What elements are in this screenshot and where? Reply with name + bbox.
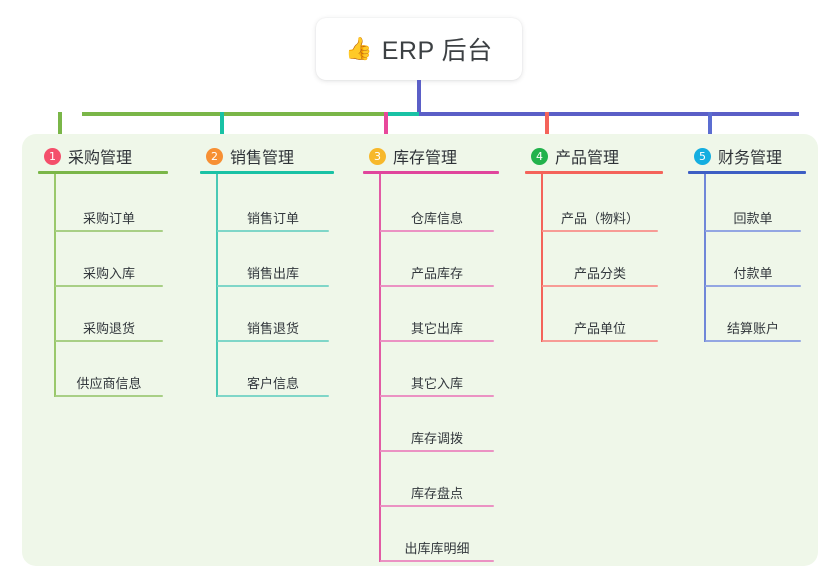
leaf-item-label: 库存盘点 — [410, 486, 463, 501]
leaf-item-label: 其它出库 — [410, 321, 463, 336]
leaf-item[interactable]: 销售退货 — [217, 304, 329, 342]
leaf-item-label: 回款单 — [733, 211, 773, 226]
leaf-item[interactable]: 其它出库 — [380, 304, 494, 342]
leaf-item[interactable]: 产品库存 — [380, 249, 494, 287]
leaf-item-label: 产品单位 — [573, 321, 626, 336]
leaf-item[interactable]: 库存盘点 — [380, 469, 494, 507]
leaf-item-label: 销售订单 — [246, 211, 299, 226]
branch-title-4: 产品管理 — [555, 150, 620, 167]
branches-panel: 1 采购管理采购订单采购入库采购退货供应商信息 2 销售管理销售订单销售出库销售退货客… — [22, 134, 818, 566]
drop-connector-3 — [384, 112, 388, 146]
leaf-item[interactable]: 产品分类 — [542, 249, 658, 287]
branch-rule-1 — [38, 171, 168, 174]
leaf-item-label: 销售出库 — [246, 266, 299, 281]
leaf-item-rule — [380, 505, 494, 507]
leaf-item-rule — [55, 395, 163, 397]
branch-title-1: 采购管理 — [68, 150, 133, 167]
leaf-item-rule — [217, 230, 329, 232]
leaf-item-rule — [542, 340, 658, 342]
branch-header-4[interactable]: 4 产品管理 — [531, 144, 619, 168]
branch-rule-4 — [525, 171, 663, 174]
leaf-item-label: 采购退货 — [82, 321, 135, 336]
leaf-item-label: 出库库明细 — [404, 541, 470, 556]
leaf-item-rule — [380, 230, 494, 232]
branch-title-2: 销售管理 — [230, 150, 295, 167]
drop-connector-4 — [545, 112, 549, 146]
leaf-item-rule — [55, 230, 163, 232]
leaf-item-label: 产品库存 — [410, 266, 463, 281]
leaf-item[interactable]: 回款单 — [705, 194, 801, 232]
leaf-item[interactable]: 供应商信息 — [55, 359, 163, 397]
branch-rule-5 — [688, 171, 806, 174]
branch-badge-3: 3 — [369, 147, 386, 165]
leaf-item[interactable]: 付款单 — [705, 249, 801, 287]
branch-rule-3 — [363, 171, 499, 174]
branch-badge-2: 2 — [206, 147, 223, 165]
leaf-item[interactable]: 采购订单 — [55, 194, 163, 232]
leaf-item[interactable]: 仓库信息 — [380, 194, 494, 232]
leaf-item[interactable]: 采购退货 — [55, 304, 163, 342]
leaf-item-rule — [705, 285, 801, 287]
branch-badge-5: 5 — [694, 147, 711, 165]
branch-title-3: 库存管理 — [393, 150, 458, 167]
branch-spine-4 — [541, 174, 543, 342]
branch-header-5[interactable]: 5 财务管理 — [694, 144, 782, 168]
leaf-item-rule — [705, 340, 801, 342]
branch-badge-4: 4 — [531, 147, 548, 165]
branch-header-2[interactable]: 2 销售管理 — [206, 144, 294, 168]
leaf-item-rule — [55, 285, 163, 287]
leaf-item-rule — [380, 450, 494, 452]
bus-connector-mid — [384, 112, 419, 116]
leaf-item[interactable]: 结算账户 — [705, 304, 801, 342]
leaf-item-label: 其它入库 — [410, 376, 463, 391]
branch-spine-3 — [379, 174, 381, 562]
leaf-item-rule — [542, 230, 658, 232]
leaf-item-label: 产品（物料） — [560, 211, 639, 226]
branch-header-1[interactable]: 1 采购管理 — [44, 144, 132, 168]
leaf-item-rule — [380, 395, 494, 397]
leaf-item-label: 客户信息 — [246, 376, 299, 391]
leaf-item-label: 产品分类 — [573, 266, 626, 281]
leaf-item-label: 采购入库 — [82, 266, 135, 281]
leaf-item-label: 供应商信息 — [76, 376, 142, 391]
drop-connector-5 — [708, 112, 712, 146]
branch-rule-2 — [200, 171, 334, 174]
drop-connector-2 — [220, 112, 224, 146]
leaf-item-rule — [55, 340, 163, 342]
leaf-item[interactable]: 产品（物料） — [542, 194, 658, 232]
leaf-item-label: 仓库信息 — [410, 211, 463, 226]
leaf-item-rule — [380, 560, 494, 562]
trunk-connector — [417, 80, 421, 114]
leaf-item[interactable]: 其它入库 — [380, 359, 494, 397]
bus-connector-right — [419, 112, 799, 116]
leaf-item-label: 结算账户 — [726, 321, 779, 336]
branch-spine-5 — [704, 174, 706, 342]
leaf-item-rule — [217, 340, 329, 342]
leaf-item-label: 付款单 — [733, 266, 773, 281]
root-node-label: ERP 后台 — [381, 37, 493, 65]
leaf-item[interactable]: 库存调拨 — [380, 414, 494, 452]
leaf-item-rule — [217, 285, 329, 287]
leaf-item[interactable]: 产品单位 — [542, 304, 658, 342]
bus-connector-left — [82, 112, 384, 116]
leaf-item-rule — [380, 340, 494, 342]
drop-connector-1 — [58, 112, 62, 146]
leaf-item[interactable]: 销售出库 — [217, 249, 329, 287]
leaf-item-label: 销售退货 — [246, 321, 299, 336]
leaf-item-rule — [217, 395, 329, 397]
leaf-item-rule — [380, 285, 494, 287]
root-node[interactable]: 👍 ERP 后台 — [316, 18, 522, 80]
leaf-item[interactable]: 客户信息 — [217, 359, 329, 397]
branch-badge-1: 1 — [44, 147, 61, 165]
leaf-item[interactable]: 出库库明细 — [380, 524, 494, 562]
branch-header-3[interactable]: 3 库存管理 — [369, 144, 457, 168]
branch-title-5: 财务管理 — [718, 150, 783, 167]
leaf-item-label: 库存调拨 — [410, 431, 463, 446]
thumbs-up-icon: 👍 — [345, 36, 373, 61]
leaf-item[interactable]: 销售订单 — [217, 194, 329, 232]
leaf-item-label: 采购订单 — [82, 211, 135, 226]
leaf-item-rule — [542, 285, 658, 287]
leaf-item[interactable]: 采购入库 — [55, 249, 163, 287]
leaf-item-rule — [705, 230, 801, 232]
